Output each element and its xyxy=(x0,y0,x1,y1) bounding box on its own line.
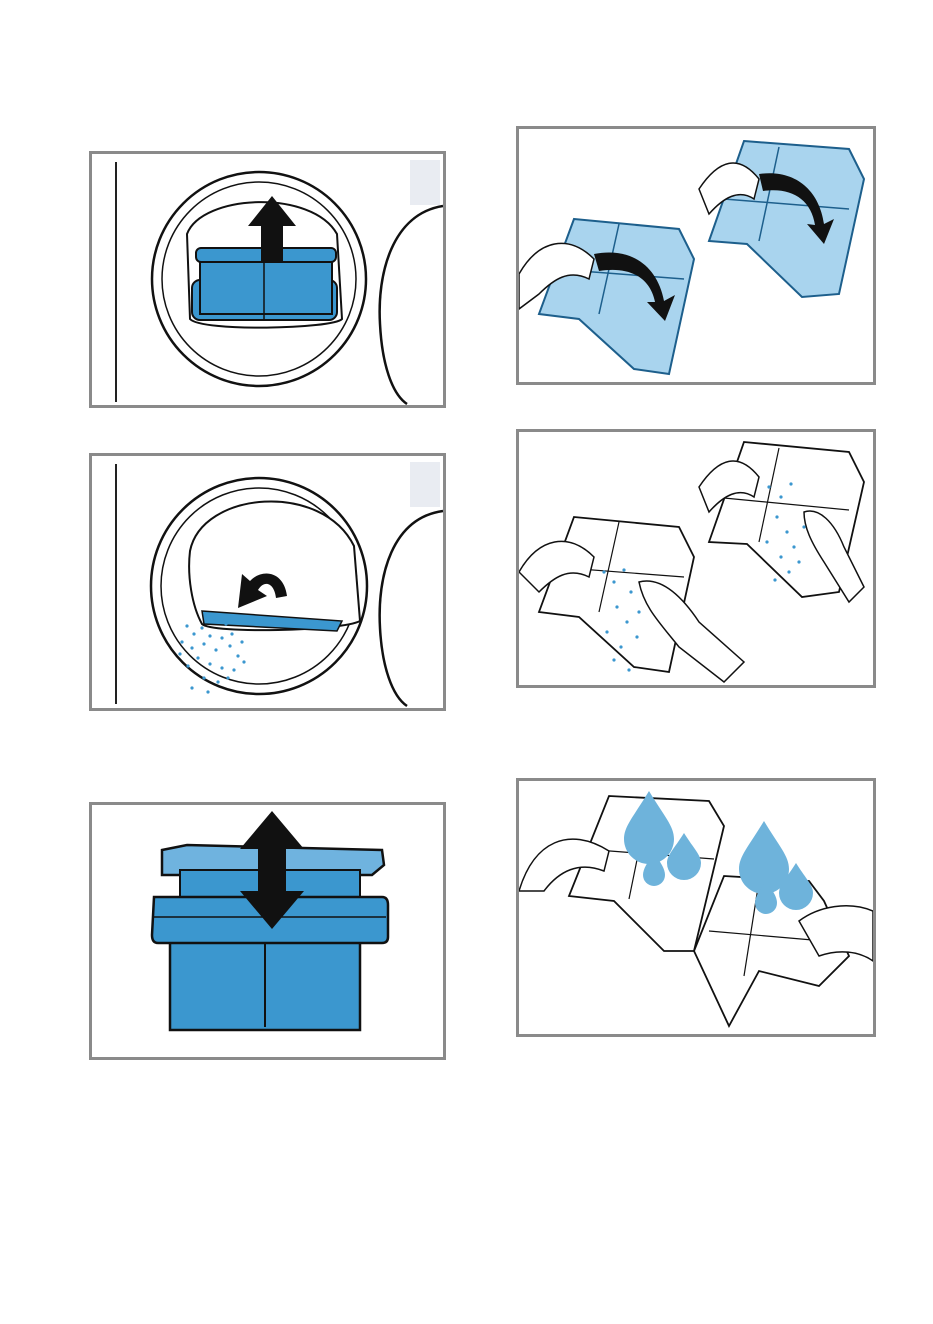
clear-lint-from-filter-housing-illustration xyxy=(92,456,443,708)
separate-inner-outer-filter-illustration xyxy=(92,805,443,1057)
open-filter-halves-illustration xyxy=(519,129,873,382)
step-1-panel xyxy=(89,151,446,408)
side-panel xyxy=(410,462,440,507)
step-6-panel xyxy=(516,778,876,1037)
step-3-panel xyxy=(89,802,446,1060)
step-2-panel xyxy=(89,453,446,711)
step-5-panel xyxy=(516,429,876,688)
remove-lint-by-hand-illustration xyxy=(519,432,873,685)
step-4-panel xyxy=(516,126,876,385)
filter-half-front xyxy=(539,219,694,374)
pull-out-filter-from-door-illustration xyxy=(92,154,443,405)
side-panel xyxy=(410,160,440,205)
rinse-filter-under-water-illustration xyxy=(519,781,873,1034)
